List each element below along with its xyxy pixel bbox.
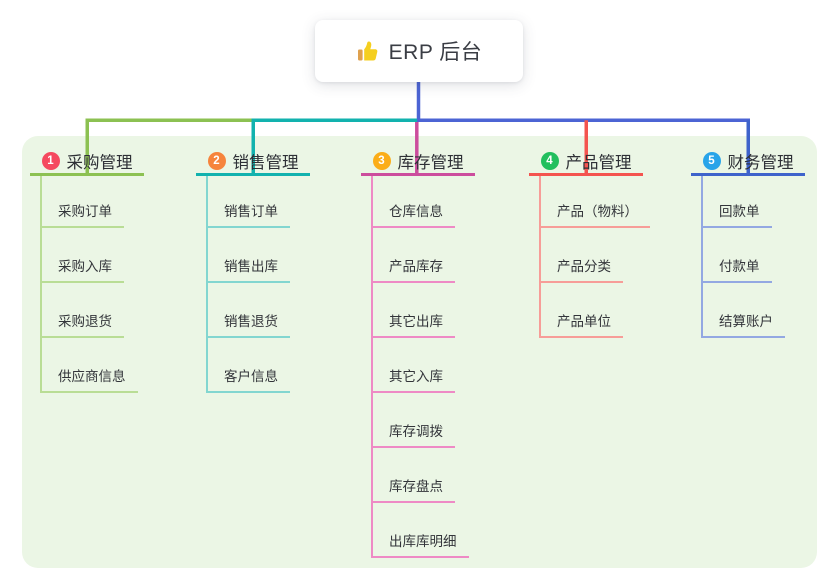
- branch-label: 采购管理: [66, 153, 133, 172]
- branch-number-badge: 5: [702, 151, 721, 170]
- leaf-node[interactable]: 销售退货: [206, 310, 290, 338]
- leaf-node[interactable]: 库存盘点: [371, 475, 455, 503]
- leaf-node[interactable]: 仓库信息: [371, 200, 455, 228]
- leaf-node[interactable]: 产品分类: [539, 255, 623, 283]
- leaf-node[interactable]: 结算账户: [701, 310, 785, 338]
- branch-label: 销售管理: [232, 153, 299, 172]
- leaf-node[interactable]: 产品单位: [539, 310, 623, 338]
- leaf-node[interactable]: 销售出库: [206, 255, 290, 283]
- branch-label: 产品管理: [565, 153, 632, 172]
- leaf-node[interactable]: 付款单: [701, 255, 772, 283]
- leaf-node[interactable]: 供应商信息: [40, 365, 138, 393]
- leaf-node[interactable]: 出库库明细: [371, 530, 469, 558]
- leaf-node[interactable]: 采购订单: [40, 200, 124, 228]
- leaf-node[interactable]: 销售订单: [206, 200, 290, 228]
- leaf-node[interactable]: 采购退货: [40, 310, 124, 338]
- child-connector-line: [539, 176, 541, 338]
- leaf-node[interactable]: 库存调拨: [371, 420, 455, 448]
- leaf-node[interactable]: 其它出库: [371, 310, 455, 338]
- branch-label: 库存管理: [397, 153, 464, 172]
- leaf-node[interactable]: 回款单: [701, 200, 772, 228]
- child-connector-line: [206, 176, 208, 393]
- child-connector-line: [371, 176, 373, 558]
- leaf-node[interactable]: 其它入库: [371, 365, 455, 393]
- branch-number-badge: 2: [207, 151, 226, 170]
- leaf-node[interactable]: 客户信息: [206, 365, 290, 393]
- mindmap-panel: [22, 136, 817, 568]
- root-node-erp[interactable]: ERP 后台: [315, 20, 523, 82]
- leaf-node[interactable]: 采购入库: [40, 255, 124, 283]
- branch-number-badge: 4: [540, 151, 559, 170]
- child-connector-line: [701, 176, 703, 338]
- thumbs-up-icon: [356, 39, 380, 63]
- leaf-node[interactable]: 产品（物料）: [539, 200, 650, 228]
- branch-label: 财务管理: [727, 153, 794, 172]
- branch-node-5[interactable]: 5 财务管理: [691, 148, 805, 176]
- leaf-node[interactable]: 产品库存: [371, 255, 455, 283]
- branch-node-2[interactable]: 2 销售管理: [196, 148, 310, 176]
- branch-node-3[interactable]: 3 库存管理: [361, 148, 475, 176]
- branch-number-badge: 3: [372, 151, 391, 170]
- branch-node-4[interactable]: 4 产品管理: [529, 148, 643, 176]
- root-title: ERP 后台: [388, 41, 483, 64]
- branch-number-badge: 1: [41, 151, 60, 170]
- branch-node-1[interactable]: 1 采购管理: [30, 148, 144, 176]
- child-connector-line: [40, 176, 42, 393]
